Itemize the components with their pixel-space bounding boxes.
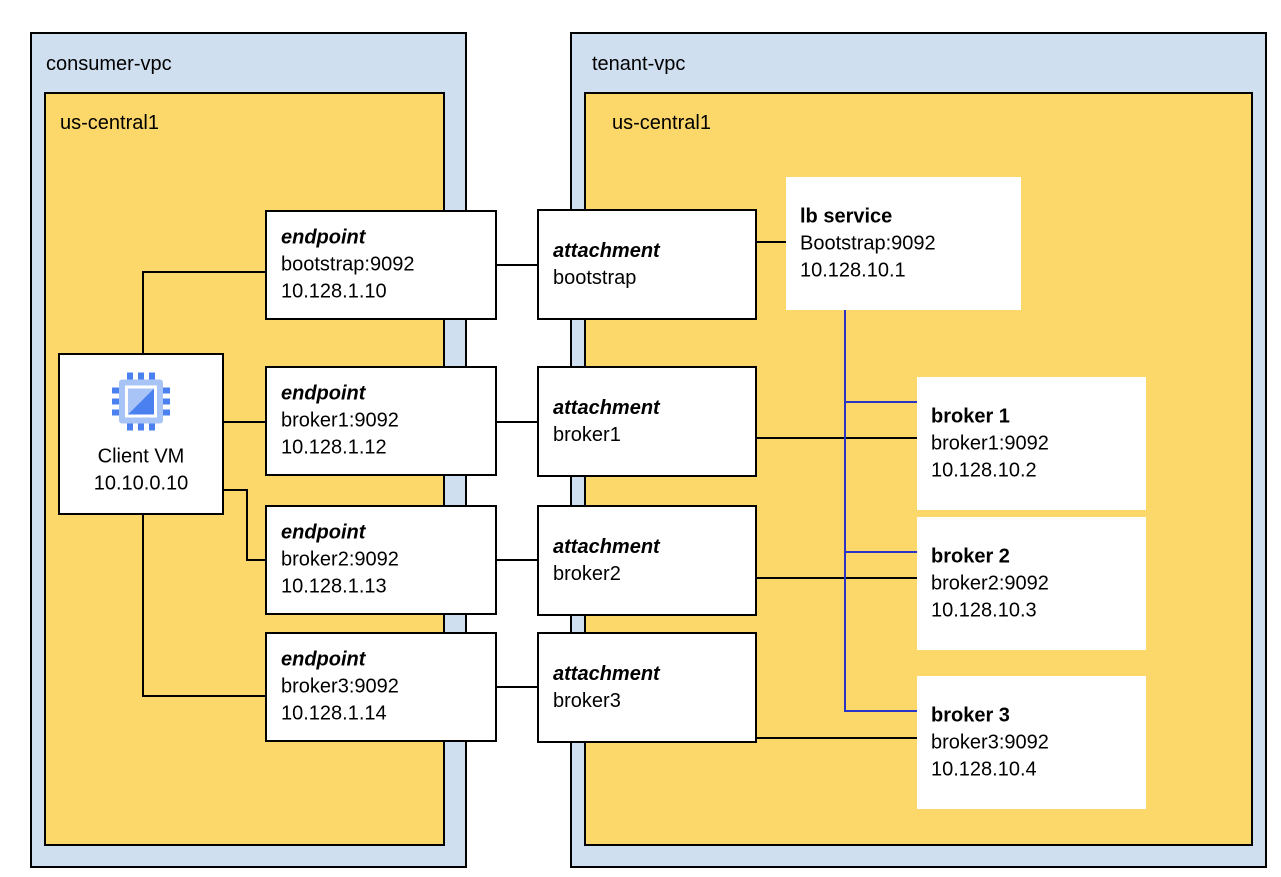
edge-attachment-bootstrap-to-lb [757, 241, 786, 243]
lb-service-host: Bootstrap:9092 [800, 232, 936, 254]
edge-lb-to-broker1 [844, 401, 917, 403]
edge-endpoint-attachment-broker2 [497, 559, 539, 561]
broker-3-ip: 10.128.10.4 [931, 758, 1037, 780]
consumer-vpc-label: consumer-vpc [46, 53, 172, 75]
endpoint-broker3-node[interactable]: endpoint broker3:9092 10.128.1.14 [265, 632, 497, 742]
client-vm-name: Client VM [97, 445, 185, 468]
edge-vm-to-endpoint-broker2-vert [246, 489, 248, 561]
endpoint-broker2-type: endpoint [281, 521, 366, 544]
endpoint-broker2-host: broker2:9092 [281, 548, 399, 571]
edge-lb-to-broker3 [844, 710, 917, 712]
consumer-region-label: us-central1 [60, 112, 159, 134]
attachment-bootstrap-name: bootstrap [553, 266, 637, 289]
cpu-chip-icon [60, 371, 222, 438]
endpoint-broker3-ip: 10.128.1.14 [281, 702, 387, 725]
endpoint-broker1-type: endpoint [281, 382, 366, 405]
endpoint-broker3-type: endpoint [281, 648, 366, 671]
attachment-broker1-type: attachment [553, 396, 660, 419]
broker-1-host: broker1:9092 [931, 432, 1049, 454]
edge-vm-to-endpoint-broker2-h2 [246, 559, 267, 561]
broker-1-node[interactable]: broker 1 broker1:9092 10.128.10.2 [917, 377, 1146, 510]
broker-3-title: broker 3 [931, 704, 1010, 726]
edge-lb-trunk-vertical [844, 310, 846, 712]
edge-attachment-broker3-to-broker3 [757, 737, 917, 739]
endpoint-bootstrap-ip: 10.128.1.10 [281, 280, 387, 303]
edge-lb-to-broker2 [844, 551, 917, 553]
attachment-broker1-node[interactable]: attachment broker1 [537, 366, 757, 477]
edge-endpoint-attachment-bootstrap [497, 264, 539, 266]
endpoint-broker1-node[interactable]: endpoint broker1:9092 10.128.1.12 [265, 366, 497, 476]
endpoint-bootstrap-type: endpoint [281, 226, 366, 249]
tenant-vpc-label: tenant-vpc [592, 53, 686, 75]
lb-service-ip: 10.128.10.1 [800, 259, 906, 281]
edge-vm-to-endpoint-broker3-vert [142, 515, 144, 697]
tenant-region-label: us-central1 [612, 112, 711, 134]
edge-endpoint-attachment-broker3 [497, 686, 539, 688]
attachment-broker2-node[interactable]: attachment broker2 [537, 505, 757, 616]
attachment-broker2-name: broker2 [553, 562, 621, 585]
edge-vm-to-endpoint-bootstrap-vert [142, 271, 144, 354]
attachment-broker1-name: broker1 [553, 423, 621, 446]
endpoint-broker1-ip: 10.128.1.12 [281, 436, 387, 459]
endpoint-broker2-node[interactable]: endpoint broker2:9092 10.128.1.13 [265, 505, 497, 615]
endpoint-bootstrap-host: bootstrap:9092 [281, 253, 415, 276]
attachment-broker2-type: attachment [553, 535, 660, 558]
lb-service-node[interactable]: lb service Bootstrap:9092 10.128.10.1 [786, 177, 1021, 310]
broker-2-host: broker2:9092 [931, 572, 1049, 594]
edge-attachment-broker1-to-broker1 [757, 437, 917, 439]
client-vm-ip: 10.10.0.10 [93, 472, 189, 495]
edge-endpoint-attachment-broker1 [497, 421, 539, 423]
attachment-bootstrap-type: attachment [553, 239, 660, 262]
broker-3-node[interactable]: broker 3 broker3:9092 10.128.10.4 [917, 676, 1146, 809]
broker-2-title: broker 2 [931, 545, 1010, 567]
edge-attachment-broker2-to-broker2 [757, 577, 917, 579]
endpoint-broker1-host: broker1:9092 [281, 409, 399, 432]
edge-vm-to-endpoint-bootstrap-horz [142, 271, 267, 273]
edge-vm-to-endpoint-broker1 [224, 421, 267, 423]
lb-service-title: lb service [800, 205, 893, 227]
endpoint-broker2-ip: 10.128.1.13 [281, 575, 387, 598]
edge-vm-to-endpoint-broker3-horz [142, 695, 267, 697]
client-vm-node[interactable]: Client VM 10.10.0.10 [58, 353, 224, 515]
broker-2-node[interactable]: broker 2 broker2:9092 10.128.10.3 [917, 517, 1146, 650]
attachment-broker3-type: attachment [553, 662, 660, 685]
broker-2-ip: 10.128.10.3 [931, 599, 1037, 621]
broker-1-title: broker 1 [931, 405, 1010, 427]
broker-3-host: broker3:9092 [931, 731, 1049, 753]
attachment-broker3-node[interactable]: attachment broker3 [537, 632, 757, 743]
broker-1-ip: 10.128.10.2 [931, 459, 1037, 481]
attachment-broker3-name: broker3 [553, 689, 621, 712]
endpoint-bootstrap-node[interactable]: endpoint bootstrap:9092 10.128.1.10 [265, 210, 497, 320]
edge-vm-to-endpoint-broker2-h1 [224, 489, 248, 491]
endpoint-broker3-host: broker3:9092 [281, 675, 399, 698]
attachment-bootstrap-node[interactable]: attachment bootstrap [537, 209, 757, 320]
